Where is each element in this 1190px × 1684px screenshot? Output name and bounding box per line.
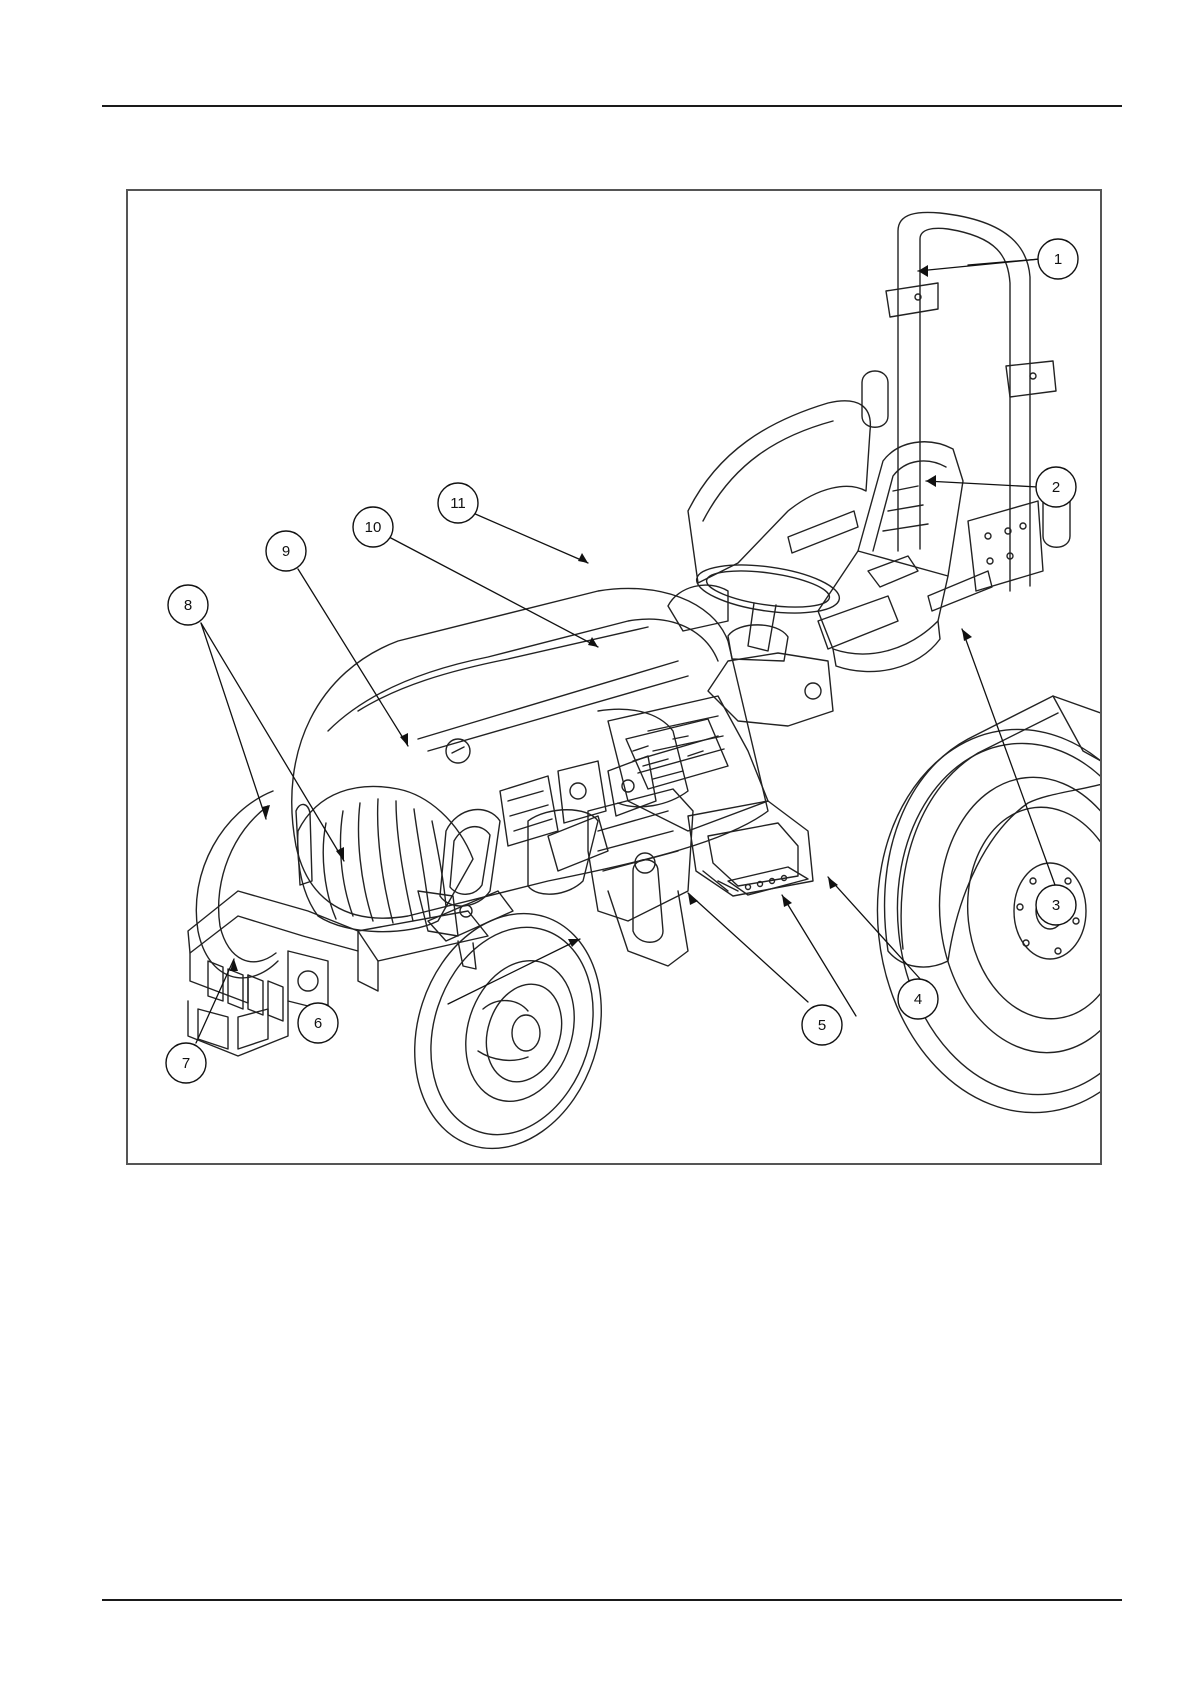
callout-1: 1 bbox=[1038, 239, 1078, 279]
hydraulic-block bbox=[588, 789, 693, 966]
tractor-illustration: 1 2 3 4 5 6 7 8 bbox=[128, 191, 1100, 1163]
svg-text:5: 5 bbox=[818, 1017, 826, 1034]
rear-console bbox=[818, 556, 918, 649]
svg-text:6: 6 bbox=[314, 1015, 322, 1032]
callout-2: 2 bbox=[1036, 467, 1076, 507]
svg-text:3: 3 bbox=[1052, 897, 1060, 914]
operator-seat bbox=[788, 442, 992, 672]
svg-text:1: 1 bbox=[1054, 251, 1062, 268]
callout-6: 6 bbox=[298, 1003, 338, 1043]
left-fender bbox=[688, 401, 870, 583]
rops-frame bbox=[862, 212, 1070, 591]
rops-mount bbox=[968, 501, 1043, 591]
svg-text:8: 8 bbox=[184, 597, 192, 614]
front-grille bbox=[298, 786, 473, 931]
footer-rule bbox=[102, 1599, 1122, 1601]
floor-platform bbox=[608, 696, 768, 831]
step-and-pedals bbox=[688, 801, 813, 896]
callout-4: 4 bbox=[898, 979, 938, 1019]
leader-lines bbox=[196, 259, 1055, 1043]
engine-components bbox=[500, 756, 656, 846]
callout-9: 9 bbox=[266, 531, 306, 571]
svg-text:2: 2 bbox=[1052, 479, 1060, 496]
callout-7: 7 bbox=[166, 1043, 206, 1083]
callout-5: 5 bbox=[802, 1005, 842, 1045]
callout-8: 8 bbox=[168, 585, 208, 625]
tractor-figure: 1 2 3 4 5 6 7 8 bbox=[126, 189, 1102, 1165]
svg-text:4: 4 bbox=[914, 991, 922, 1008]
callout-10: 10 bbox=[353, 507, 393, 547]
callout-3: 3 bbox=[1036, 885, 1076, 925]
svg-text:11: 11 bbox=[450, 495, 466, 512]
svg-text:9: 9 bbox=[282, 543, 290, 560]
svg-text:7: 7 bbox=[182, 1055, 190, 1072]
svg-text:10: 10 bbox=[365, 519, 382, 536]
header-rule bbox=[102, 105, 1122, 107]
front-axle bbox=[358, 816, 608, 991]
front-right-wheel bbox=[385, 889, 630, 1163]
callout-11: 11 bbox=[438, 483, 478, 523]
